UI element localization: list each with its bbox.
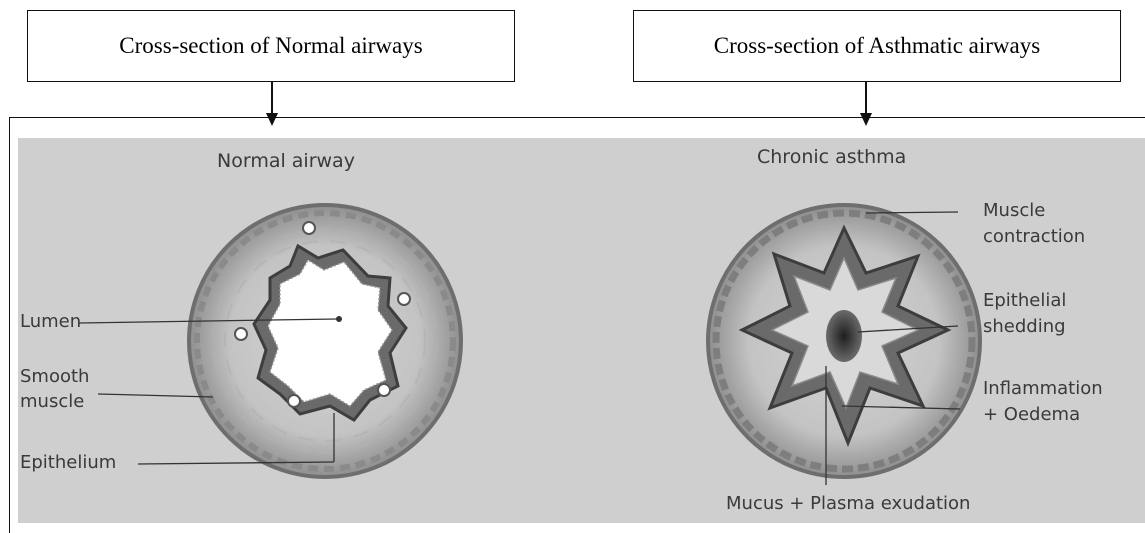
epithelial-shedding-label-line1: Epithelial [983,290,1066,312]
smooth-muscle-label-line1: Smooth [20,366,89,388]
epithelium-label: Epithelium [20,452,116,474]
chronic-asthma-title: Chronic asthma [757,146,906,169]
normal-airway-cross-section [189,205,461,477]
normal-arrow-line [271,82,273,116]
inflammation-label-line1: Inflammation [983,378,1103,400]
airway-figure [18,138,1145,523]
asthmatic-airway-cross-section [708,205,980,477]
epithelial-shedding-label-line2: shedding [983,316,1066,338]
normal-airways-caption-box: Cross-section of Normal airways [27,10,515,82]
asthmatic-airways-caption: Cross-section of Asthmatic airways [714,33,1040,59]
asthmatic-airways-caption-box: Cross-section of Asthmatic airways [633,10,1121,82]
asthma-mucus-plug [826,310,862,362]
muscle-contraction-label-line1: Muscle [983,200,1045,222]
normal-airways-caption: Cross-section of Normal airways [119,33,422,59]
lumen-label: Lumen [20,311,81,333]
smooth-muscle-label-line2: muscle [20,391,84,413]
mucus-plasma-exudation-label: Mucus + Plasma exudation [726,493,970,515]
muscle-contraction-label-line2: contraction [983,226,1085,248]
normal-airway-title: Normal airway [217,150,355,173]
inflammation-label-line2: + Oedema [983,404,1080,426]
asthma-arrow-line [865,82,867,116]
